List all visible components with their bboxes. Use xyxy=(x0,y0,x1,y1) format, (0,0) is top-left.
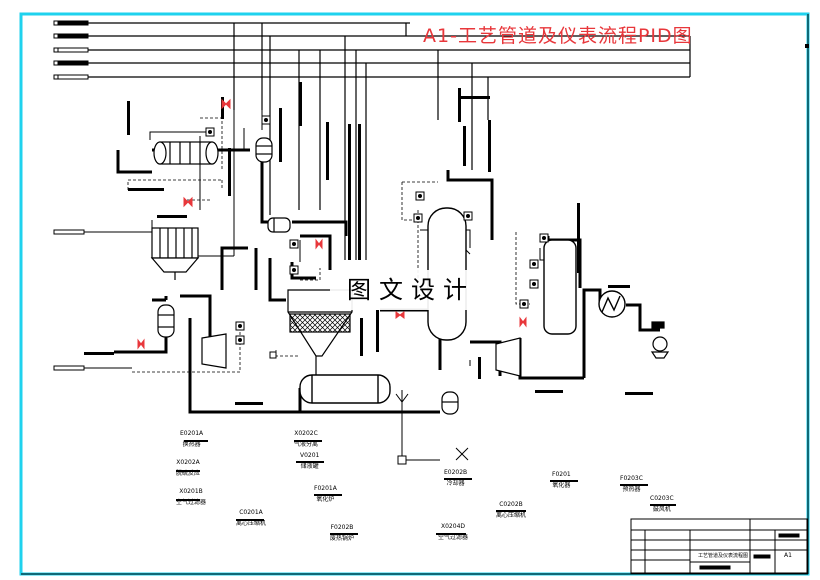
header-drops xyxy=(233,23,691,260)
small-drum-2 xyxy=(267,217,291,233)
heater xyxy=(598,290,626,318)
bag-filter xyxy=(150,227,200,280)
outlet-symbols xyxy=(395,393,469,461)
side-pipe-ends xyxy=(53,229,152,371)
horizontal-storage-vessel xyxy=(299,374,391,404)
control-valves xyxy=(137,98,527,350)
left-vessel xyxy=(157,304,175,338)
utility-headers xyxy=(53,20,690,80)
title-block-drawing-name: 工艺管道及仪表流程图 xyxy=(698,553,749,559)
small-receiver xyxy=(441,391,459,415)
instrument-box-dots xyxy=(208,118,546,342)
watermark-text: 图文设计 xyxy=(330,270,492,310)
label-bars xyxy=(176,440,676,535)
compressor-right xyxy=(495,337,521,377)
drawing-title: A1-工艺管道及仪表流程PID图 xyxy=(423,25,693,47)
title-block-sheet: A1 xyxy=(784,552,792,559)
small-drum-1 xyxy=(255,137,273,163)
heat-exchanger xyxy=(153,141,219,165)
pump xyxy=(650,321,670,359)
title-block xyxy=(630,518,808,574)
right-vessel xyxy=(543,239,577,335)
compressor-left xyxy=(201,333,227,369)
